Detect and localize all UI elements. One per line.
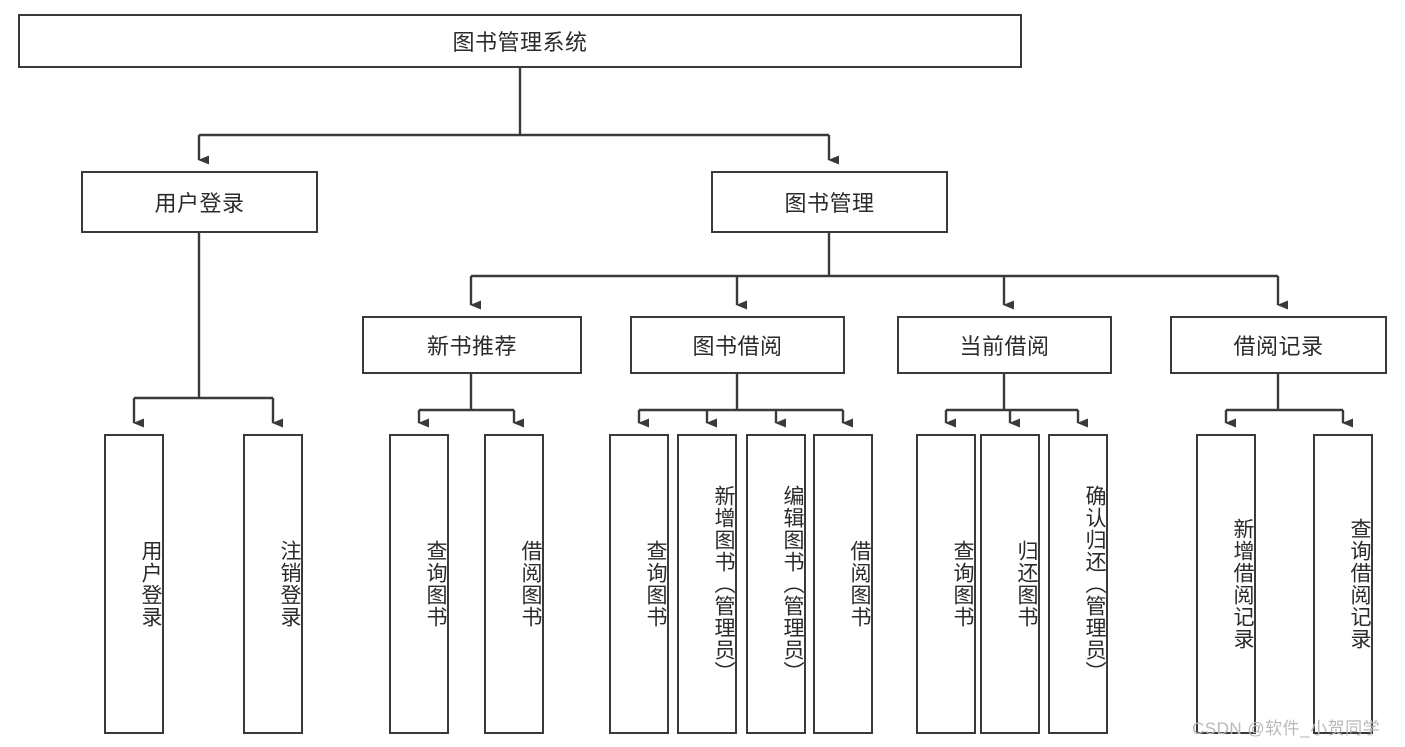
node-book-manage[interactable]: 图书管理 [711, 171, 948, 233]
node-label: 借阅图书 [848, 540, 871, 628]
node-user-login-leaf[interactable]: 用户登录 [104, 434, 164, 734]
node-new-book-recommend[interactable]: 新书推荐 [362, 316, 582, 374]
node-root-system[interactable]: 图书管理系统 [18, 14, 1022, 68]
node-label: 当前借阅 [959, 334, 1050, 359]
node-borrow-book[interactable]: 借阅图书 [813, 434, 873, 734]
node-label: 用户登录 [154, 191, 245, 216]
node-borrow-record[interactable]: 借阅记录 [1170, 316, 1387, 374]
node-add-book-admin[interactable]: 新增图书（管理员） [677, 434, 737, 734]
csdn-watermark: CSDN @软件_小贺同学 [1192, 719, 1381, 738]
node-label: 归还图书 [1015, 540, 1038, 628]
node-label: 查询图书 [424, 540, 447, 628]
node-current-borrow[interactable]: 当前借阅 [897, 316, 1112, 374]
node-label: 查询图书 [951, 540, 974, 628]
node-borrow-book-rec[interactable]: 借阅图书 [484, 434, 544, 734]
node-label: 用户登录 [139, 540, 162, 628]
node-logout-leaf[interactable]: 注销登录 [243, 434, 303, 734]
node-label: 查询图书 [644, 540, 667, 628]
node-label: 编辑图书（管理员） [781, 485, 804, 683]
node-label: 新增借阅记录 [1231, 518, 1254, 650]
node-label: 图书管理系统 [452, 30, 588, 55]
node-label: 图书管理 [784, 191, 875, 216]
node-label: 确认归还（管理员） [1083, 485, 1106, 683]
node-query-book-rec[interactable]: 查询图书 [389, 434, 449, 734]
node-query-book-current[interactable]: 查询图书 [916, 434, 976, 734]
node-label: 借阅图书 [519, 540, 542, 628]
node-add-borrow-record[interactable]: 新增借阅记录 [1196, 434, 1256, 734]
node-user-login[interactable]: 用户登录 [81, 171, 318, 233]
node-edit-book-admin[interactable]: 编辑图书（管理员） [746, 434, 806, 734]
node-label: 图书借阅 [692, 334, 783, 359]
node-label: 查询借阅记录 [1348, 518, 1371, 650]
node-label: 新书推荐 [426, 334, 517, 359]
node-query-book-borrow[interactable]: 查询图书 [609, 434, 669, 734]
node-label: 借阅记录 [1233, 334, 1324, 359]
node-label: 新增图书（管理员） [712, 485, 735, 683]
node-query-borrow-record[interactable]: 查询借阅记录 [1313, 434, 1373, 734]
node-label: 注销登录 [278, 540, 301, 628]
node-return-book[interactable]: 归还图书 [980, 434, 1040, 734]
node-confirm-return-admin[interactable]: 确认归还（管理员） [1048, 434, 1108, 734]
node-book-borrow[interactable]: 图书借阅 [630, 316, 845, 374]
